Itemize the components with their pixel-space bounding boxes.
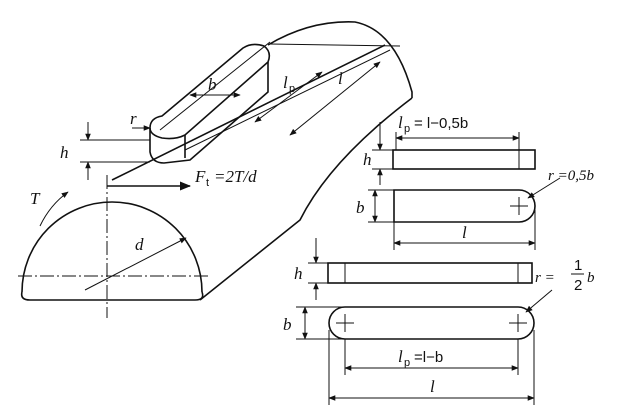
key1-side-view — [392, 149, 536, 170]
label-lp-bottom: l p =l−b — [398, 347, 443, 369]
svg-text:= l−0,5b: = l−0,5b — [414, 115, 468, 132]
label-l-iso: l — [338, 69, 343, 88]
label-r-bottom: r = 1 2 b — [535, 257, 595, 294]
label-lp-top: l p = l−0,5b — [398, 113, 468, 135]
key-top-face — [149, 43, 271, 140]
key-l-dim — [289, 61, 381, 136]
svg-text:l: l — [398, 113, 403, 132]
label-l-bottom: l — [430, 377, 435, 396]
svg-text:b: b — [587, 270, 595, 286]
key2-r-leader — [525, 289, 553, 313]
key1-plan-view — [393, 189, 536, 223]
svg-text:t: t — [206, 177, 209, 189]
key2-plan-view — [328, 306, 535, 340]
key-top-views — [368, 122, 561, 250]
shaft-back-arc — [267, 21, 413, 98]
label-b-iso: b — [208, 75, 217, 94]
key-isometric — [80, 41, 401, 180]
label-h-iso: h — [60, 143, 69, 162]
label-T: T — [30, 189, 41, 208]
label-l-top: l — [462, 223, 467, 242]
key-ext-line-2 — [159, 41, 271, 131]
svg-text:1: 1 — [574, 257, 582, 274]
svg-text:2: 2 — [574, 277, 582, 294]
label-b-bottom: b — [283, 315, 292, 334]
svg-text:l: l — [283, 73, 288, 92]
svg-text:=l−b: =l−b — [414, 349, 443, 366]
key1-labels: l p = l−0,5b h b r =0,5b l — [356, 113, 594, 242]
label-force: F t =2T/d — [194, 167, 257, 189]
key2-labels: h b r = 1 2 b l p =l−b l — [283, 257, 595, 396]
key2-side-view — [327, 262, 533, 284]
key-bottom-views — [296, 238, 553, 405]
label-b-top: b — [356, 198, 365, 217]
label-d: d — [135, 235, 144, 254]
key-ext-line-3 — [269, 43, 401, 47]
key-ext-line-1 — [184, 49, 391, 151]
label-r-iso: r — [130, 109, 137, 128]
svg-text:F: F — [194, 167, 206, 186]
label-h-bottom: h — [294, 264, 303, 283]
label-lp-iso: l p — [283, 73, 295, 95]
shaft-front-arc — [21, 201, 203, 293]
svg-text:p: p — [289, 83, 295, 95]
svg-text:p: p — [404, 123, 410, 135]
label-r-top: r =0,5b — [548, 168, 594, 184]
svg-text:l: l — [398, 347, 403, 366]
torque-arrow — [39, 191, 69, 227]
shaft-front-base — [20, 291, 204, 301]
svg-text:=2T/d: =2T/d — [214, 167, 257, 186]
svg-text:p: p — [404, 357, 410, 369]
key-side-face — [149, 62, 269, 164]
diameter-arrow — [84, 237, 187, 291]
key-lp-dim — [254, 71, 323, 123]
label-h-top: h — [363, 150, 372, 169]
key1-r-leader — [527, 177, 561, 199]
svg-text:r =: r = — [535, 270, 555, 286]
